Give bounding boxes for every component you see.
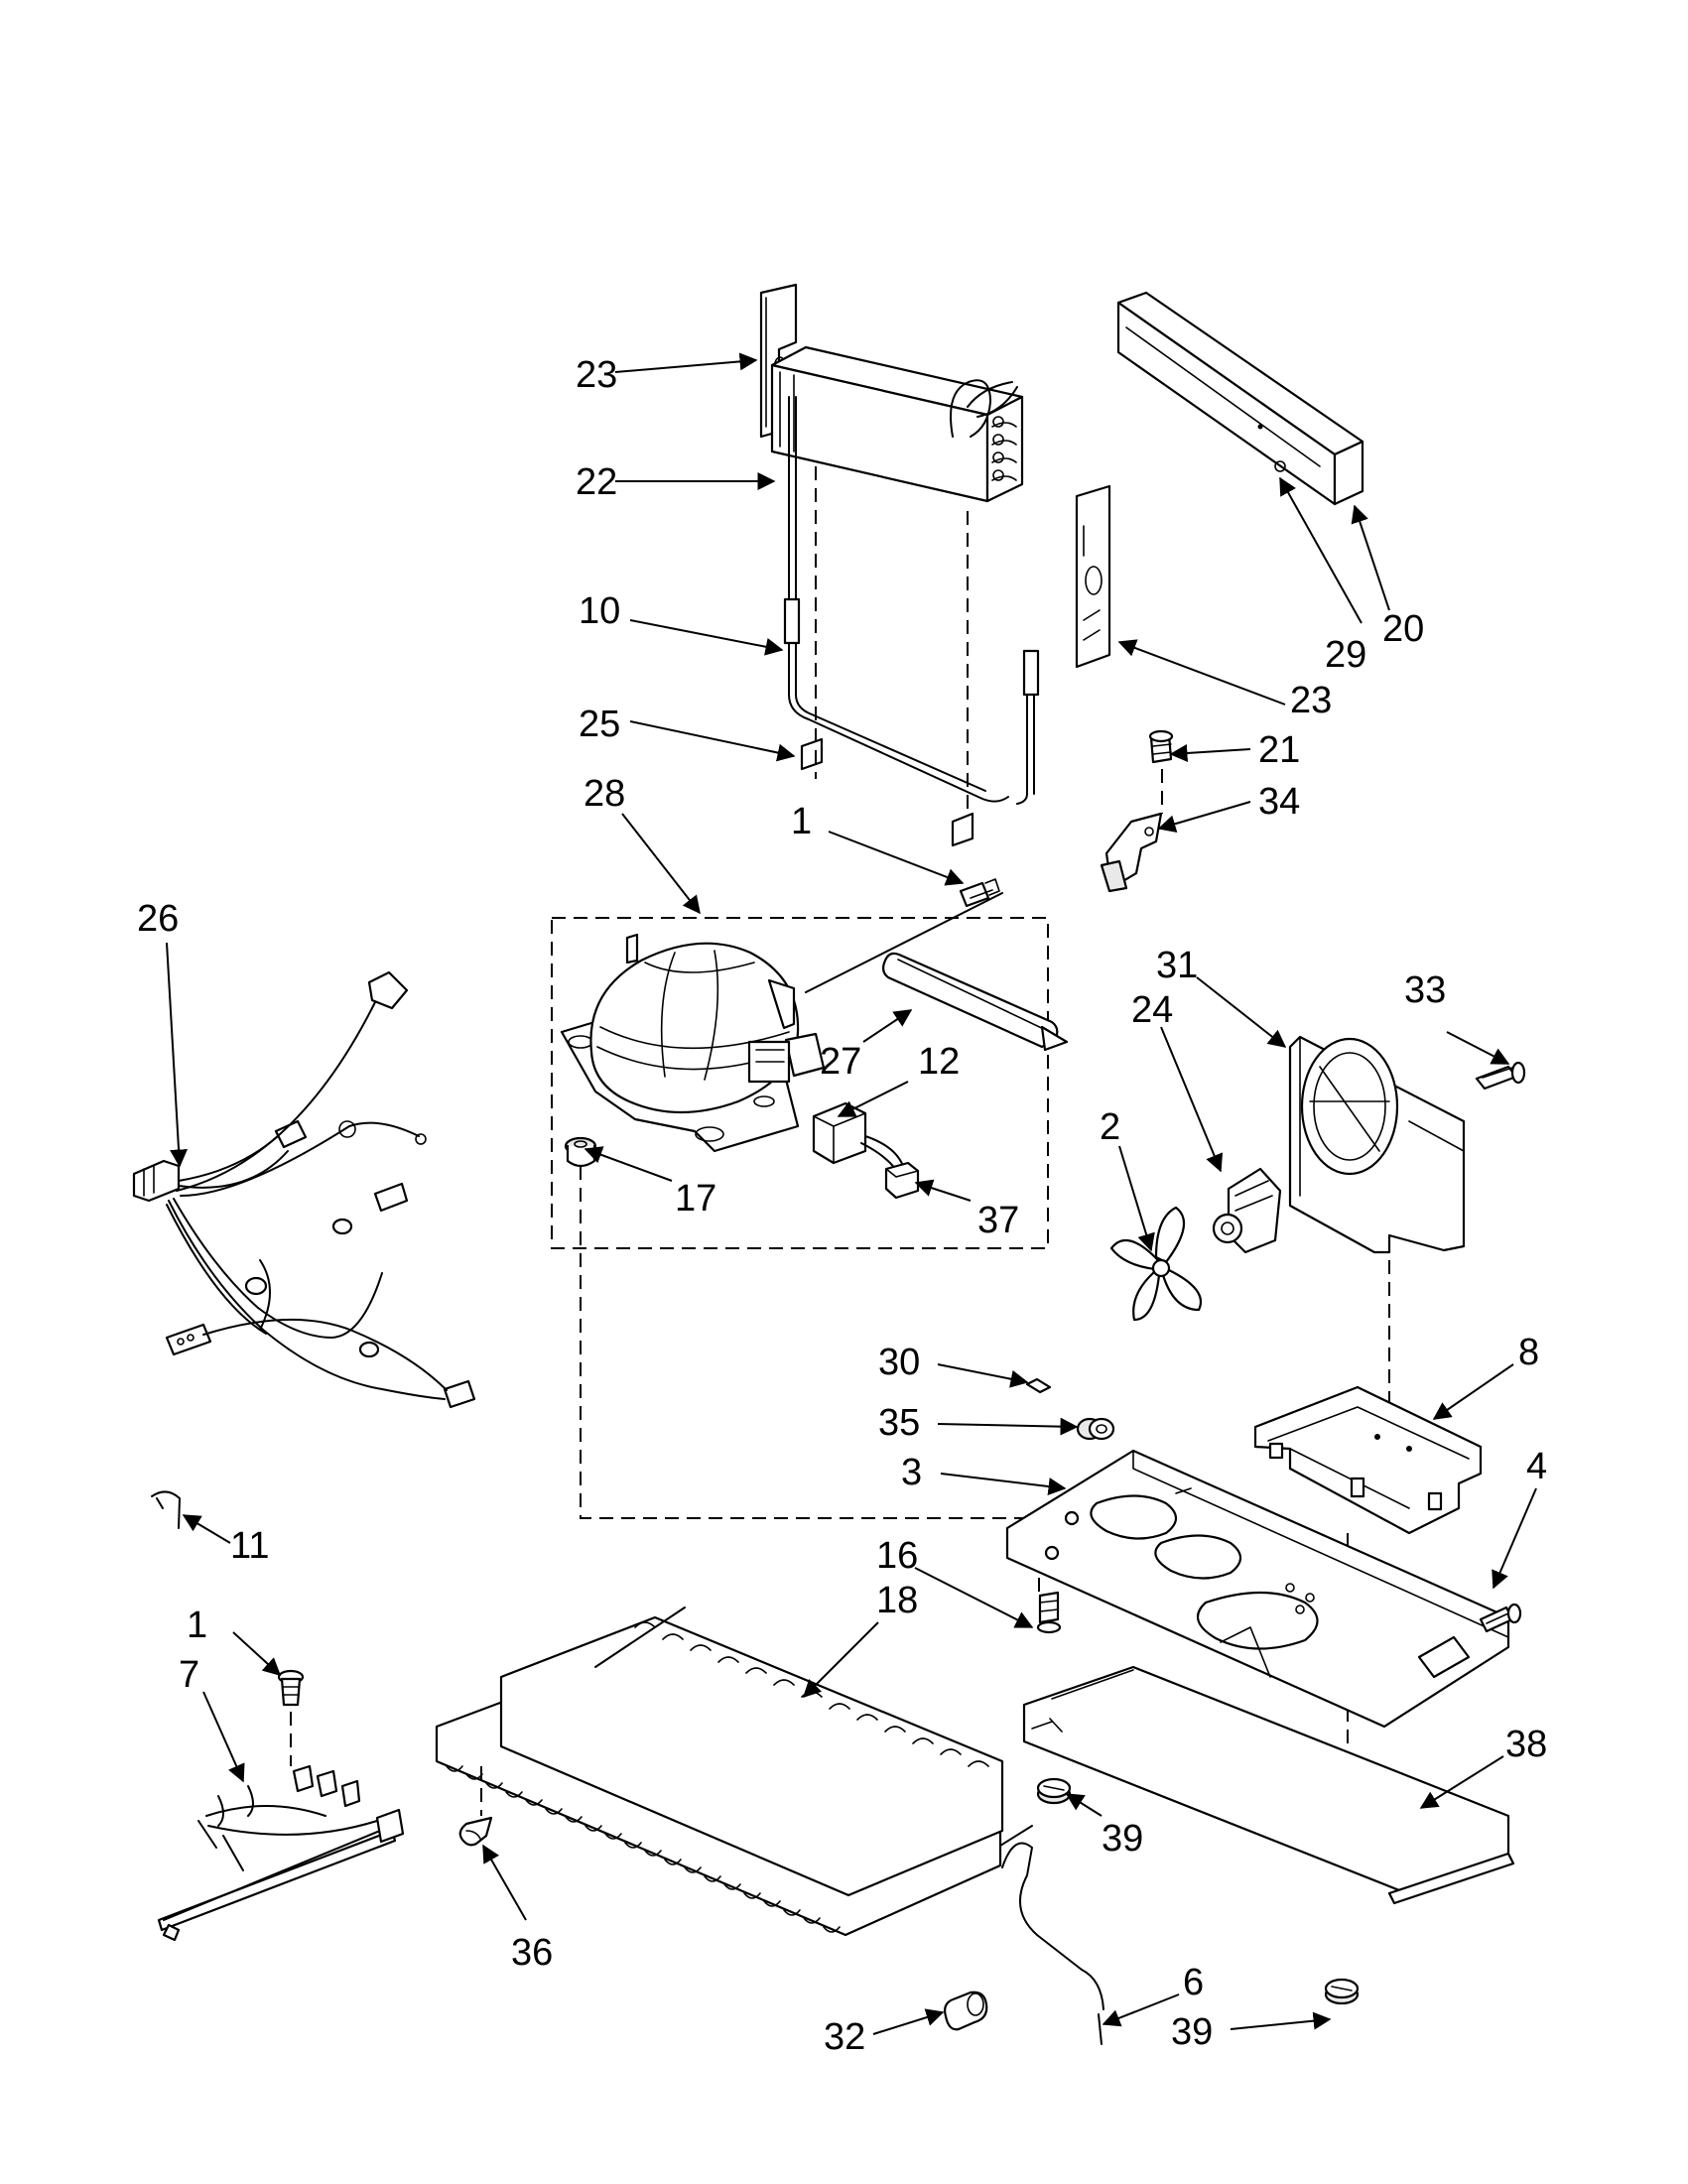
callout-labels: 23 22 10 25 28 1 20 29 23 21 34 26 27 12… (137, 354, 1547, 2058)
wiring-7 (157, 1764, 405, 1942)
callout-17: 17 (675, 1178, 716, 1220)
callout-18: 18 (876, 1580, 918, 1621)
callout-30: 30 (878, 1342, 920, 1383)
callout-23b: 23 (1290, 680, 1332, 721)
overload-cover-37 (884, 1161, 920, 1200)
screw-lower (277, 1669, 305, 1707)
callout-37: 37 (977, 1200, 1019, 1241)
screw-upper (959, 878, 1000, 908)
callout-12: 12 (918, 1041, 960, 1083)
callout-25: 25 (579, 704, 620, 745)
screw-21 (1148, 729, 1174, 764)
leader-lines (166, 352, 1537, 2035)
evaporator-return-bends (991, 416, 1017, 481)
callout-10: 10 (579, 590, 620, 632)
callout-34: 34 (1258, 781, 1300, 823)
relay-12 (812, 1101, 904, 1179)
guide-compressor-base (580, 1166, 1032, 1519)
foot-39-lower (1324, 1978, 1360, 2005)
callout-32: 32 (824, 2016, 865, 2058)
screw-33 (1475, 1061, 1526, 1091)
base-plate-3 (1005, 1449, 1510, 1729)
callout-29: 29 (1325, 634, 1366, 676)
grommet-35 (1076, 1417, 1115, 1441)
callout-27: 27 (820, 1041, 861, 1083)
callout-24: 24 (1131, 989, 1173, 1031)
callout-2: 2 (1100, 1106, 1120, 1148)
callout-16: 16 (876, 1535, 918, 1577)
callout-20: 20 (1382, 608, 1424, 650)
callout-38: 38 (1505, 1724, 1547, 1765)
callout-28: 28 (584, 773, 625, 815)
wiring-harness-26 (132, 970, 476, 1409)
screw-4 (1479, 1603, 1522, 1633)
callout-36: 36 (511, 1932, 553, 1974)
callout-23a: 23 (576, 354, 617, 396)
callout-33: 33 (1404, 969, 1446, 1011)
condenser-tube-loops-front (446, 1765, 841, 1933)
evaporator-cover (1116, 291, 1364, 506)
callout-11: 11 (230, 1525, 269, 1567)
condenser-18 (435, 1606, 1033, 1937)
callout-39a: 39 (1102, 1818, 1143, 1860)
clip-11 (151, 1490, 181, 1529)
drain-pan-38 (1022, 1665, 1515, 1905)
tube-6 (1001, 1842, 1104, 2045)
fan-blade-2 (1109, 1206, 1202, 1322)
callout-8: 8 (1518, 1332, 1539, 1373)
callout-31: 31 (1156, 945, 1198, 986)
plug-30 (1025, 1377, 1052, 1394)
clip-36 (458, 1816, 493, 1847)
screw-16 (1036, 1591, 1062, 1634)
callout-21: 21 (1258, 729, 1300, 771)
part-32 (944, 1991, 988, 2031)
callout-22: 22 (576, 461, 617, 503)
callout-1b: 1 (187, 1605, 207, 1646)
callout-4: 4 (1526, 1446, 1547, 1487)
callout-35: 35 (878, 1402, 920, 1444)
defrost-heater (783, 396, 1040, 847)
callout-1a: 1 (791, 801, 812, 842)
callout-7: 7 (179, 1654, 199, 1696)
foot-39-upper (1036, 1777, 1072, 1805)
evaporator-bracket-right (1075, 484, 1111, 669)
evaporator-coil (770, 345, 1024, 503)
fan-shroud-31 (1288, 1035, 1466, 1254)
compressor-group-outline (551, 917, 1049, 1249)
callout-6: 6 (1183, 1962, 1204, 2003)
cover-8 (1253, 1385, 1483, 1535)
bracket-34 (1100, 812, 1163, 893)
callout-26: 26 (137, 898, 179, 940)
drier-filter (881, 952, 1069, 1052)
callout-39b: 39 (1171, 2011, 1213, 2053)
fan-motor-24 (1212, 1167, 1282, 1254)
compressor (560, 892, 1003, 1153)
callout-3: 3 (901, 1452, 922, 1493)
